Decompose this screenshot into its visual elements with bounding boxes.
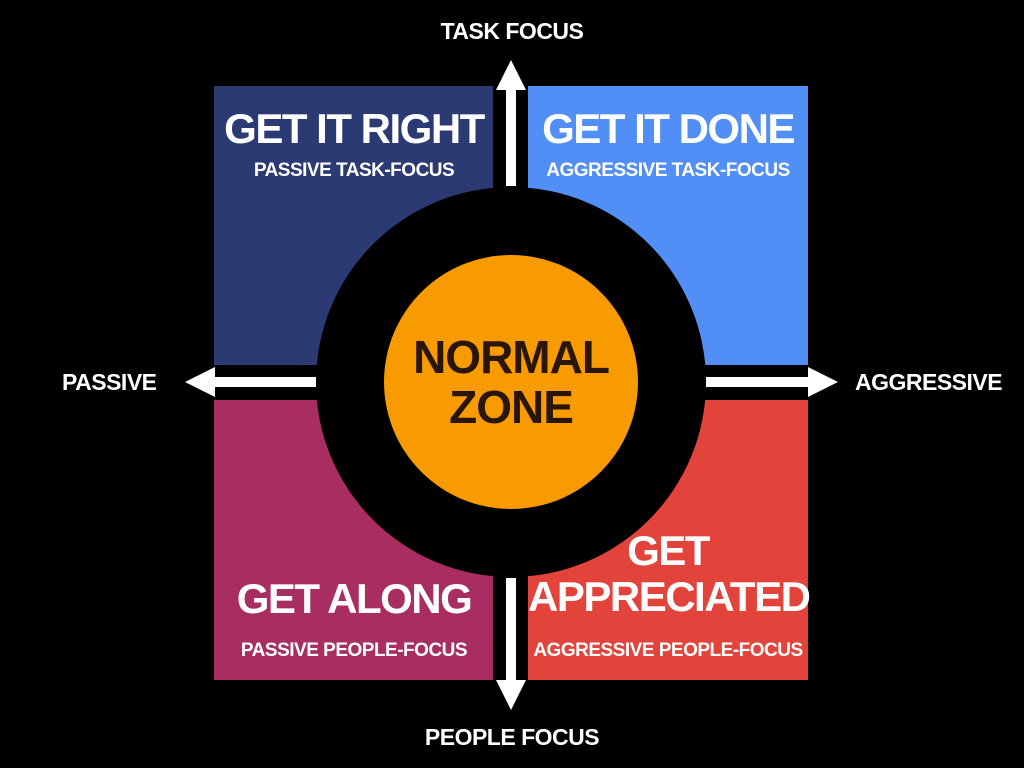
arrow-left-icon [185, 367, 215, 397]
axis-label-left: PASSIVE [62, 369, 157, 395]
quadrant-title: GET IT DONE [542, 105, 795, 152]
arrow-left-shaft [205, 377, 316, 387]
quadrant-subtitle: AGGRESSIVE PEOPLE-FOCUS [533, 640, 803, 661]
center-line2: ZONE [449, 381, 574, 433]
quadrant-title-line2: APPRECIATED [528, 573, 811, 620]
quadrant-title: GET ALONG [236, 575, 473, 622]
quadrant-title-line1: GET [627, 527, 710, 574]
axis-label-right: AGGRESSIVE [855, 369, 1003, 395]
quadrant-title: GET IT RIGHT [224, 105, 485, 152]
quadrant-subtitle: PASSIVE TASK-FOCUS [253, 160, 455, 181]
center-line1: NORMAL [413, 331, 610, 383]
arrow-right-shaft [706, 377, 818, 387]
quadrant-title: GET APPRECIATED [528, 527, 811, 620]
arrow-right-icon [808, 367, 838, 397]
normal-zone-circle: NORMAL ZONE [384, 255, 638, 509]
axis-label-top: TASK FOCUS [440, 18, 584, 44]
arrow-down-shaft [506, 578, 516, 686]
axis-label-bottom: PEOPLE FOCUS [424, 724, 600, 750]
arrow-up-icon [496, 60, 526, 90]
quadrant-subtitle: AGGRESSIVE TASK-FOCUS [546, 160, 790, 181]
quadrant-subtitle: PASSIVE PEOPLE-FOCUS [240, 640, 468, 661]
arrow-down-icon [496, 680, 526, 710]
arrow-up-shaft [506, 80, 516, 186]
